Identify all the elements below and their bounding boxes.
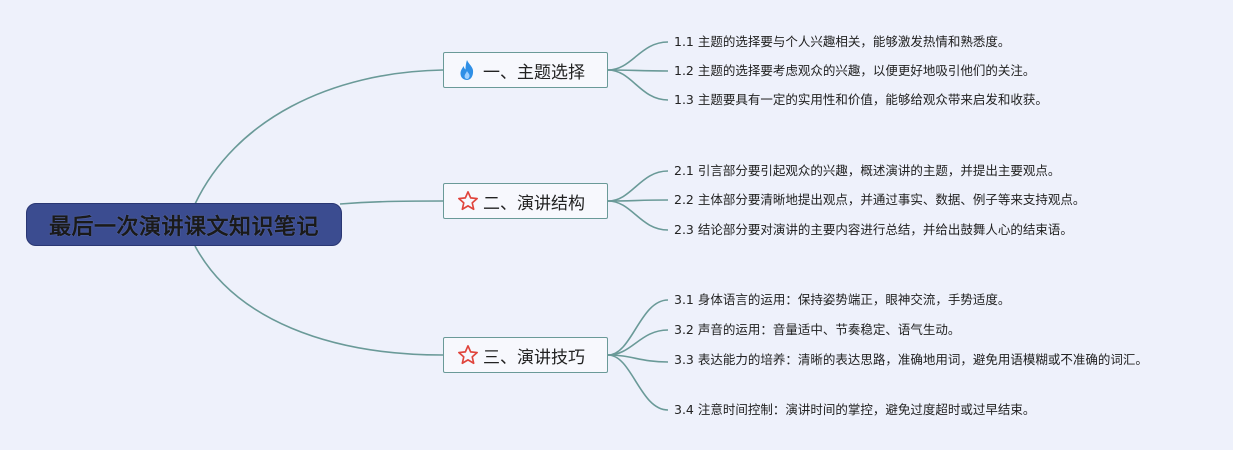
leaf-item[interactable]: 3.3 表达能力的培养：清晰的表达思路，准确地用词，避免用语模糊或不准确的词汇。 <box>674 352 1148 367</box>
leaf-item[interactable]: 2.3 结论部分要对演讲的主要内容进行总结，并给出鼓舞人心的结束语。 <box>674 222 1073 237</box>
branch-label: 一、主题选择 <box>483 62 585 83</box>
branch-label: 三、演讲技巧 <box>483 347 585 368</box>
leaf-item[interactable]: 2.2 主体部分要清晰地提出观点，并通过事实、数据、例子等来支持观点。 <box>674 192 1086 207</box>
leaf-item[interactable]: 3.4 注意时间控制：演讲时间的掌控，避免过度超时或过早结束。 <box>674 402 1036 417</box>
root-topic[interactable]: 最后一次演讲课文知识笔记 <box>26 203 342 246</box>
leaf-item[interactable]: 1.2 主题的选择要考虑观众的兴趣，以便更好地吸引他们的关注。 <box>674 63 1036 78</box>
leaf-item[interactable]: 1.3 主题要具有一定的实用性和价值，能够给观众带来启发和收获。 <box>674 92 1048 107</box>
star-outline-icon <box>457 343 479 367</box>
star-outline-icon <box>457 189 479 213</box>
leaf-item[interactable]: 1.1 主题的选择要与个人兴趣相关，能够激发热情和熟悉度。 <box>674 34 1011 49</box>
branch-label: 二、演讲结构 <box>483 193 585 214</box>
leaf-item[interactable]: 3.1 身体语言的运用：保持姿势端正，眼神交流，手势适度。 <box>674 292 1011 307</box>
branch-speech-skills[interactable]: 三、演讲技巧 <box>443 337 608 373</box>
branch-topic-selection[interactable]: 一、主题选择 <box>443 52 608 88</box>
leaf-item[interactable]: 3.2 声音的运用：音量适中、节奏稳定、语气生动。 <box>674 322 961 337</box>
branch-speech-structure[interactable]: 二、演讲结构 <box>443 183 608 219</box>
leaf-item[interactable]: 2.1 引言部分要引起观众的兴趣，概述演讲的主题，并提出主要观点。 <box>674 163 1061 178</box>
fire-icon <box>457 58 479 82</box>
root-title: 最后一次演讲课文知识笔记 <box>48 214 319 240</box>
